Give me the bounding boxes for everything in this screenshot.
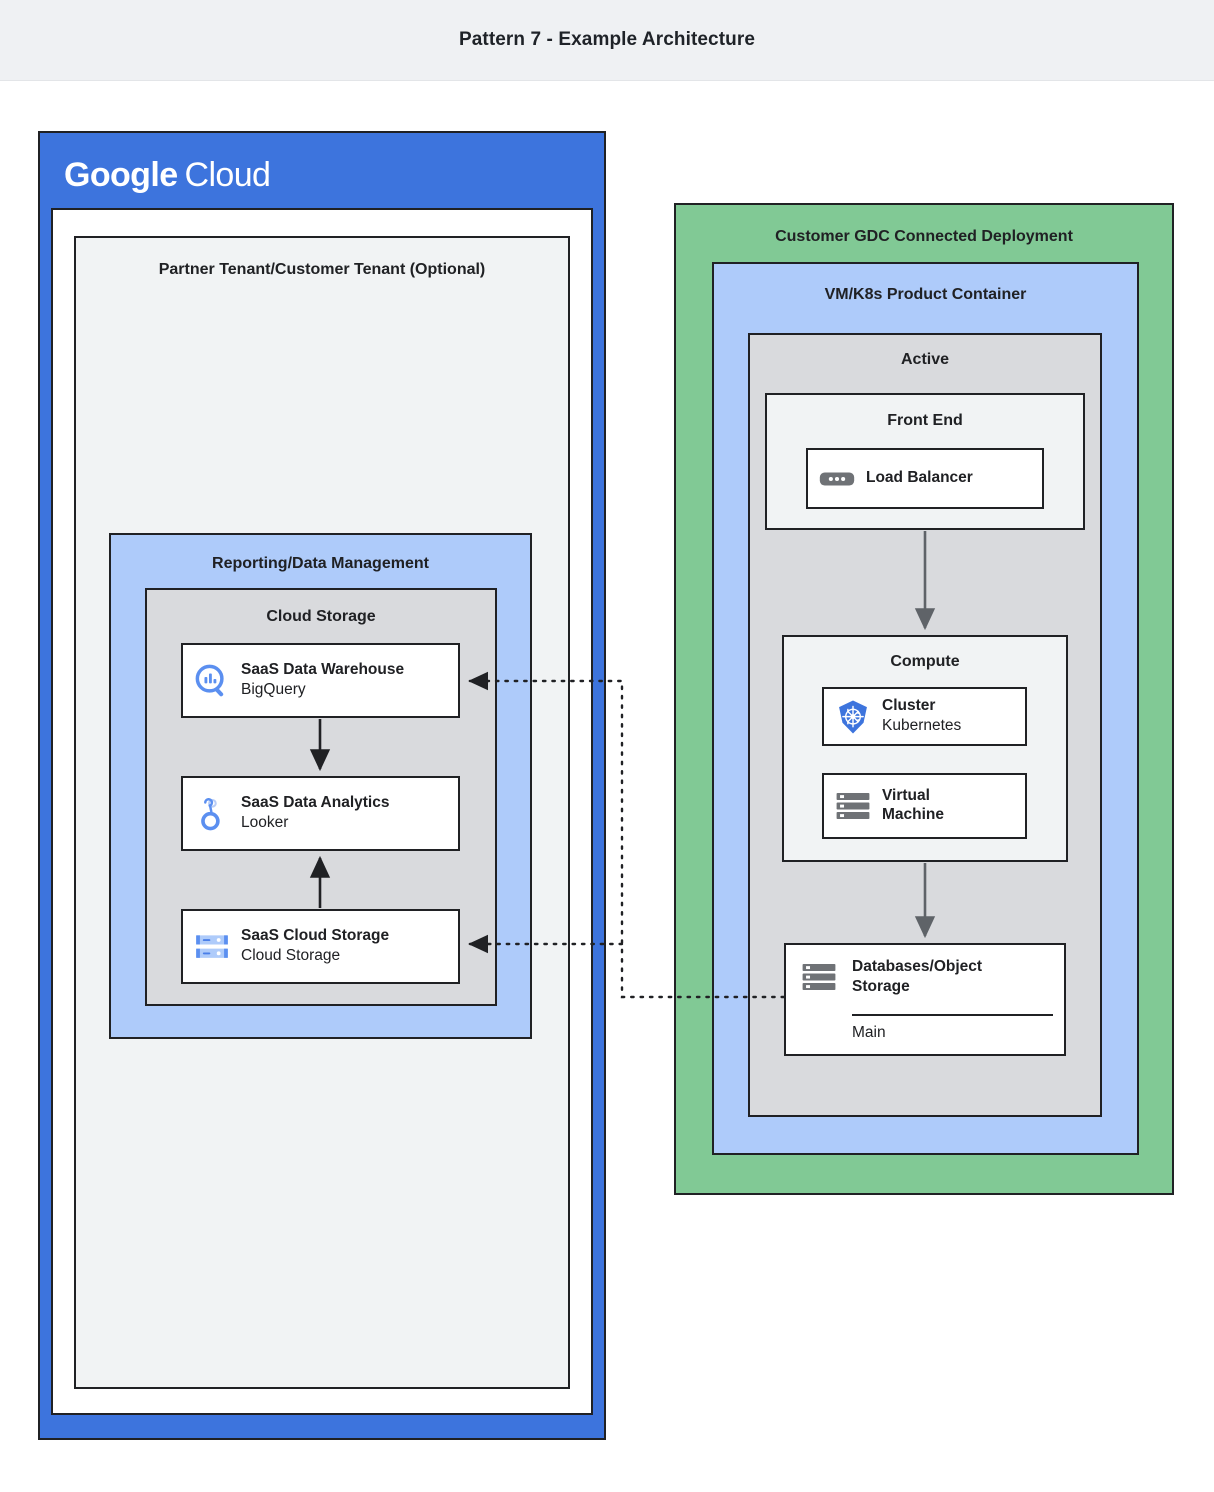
load-balancer-name: Load Balancer bbox=[866, 469, 973, 487]
load-balancer-icon bbox=[808, 469, 866, 489]
saas-cloud-storage-text: SaaS Cloud Storage Cloud Storage bbox=[241, 927, 389, 965]
load-balancer-node[interactable]: Load Balancer bbox=[806, 448, 1044, 509]
database-object-storage-node[interactable]: Databases/Object Storage Main bbox=[784, 943, 1066, 1056]
bigquery-icon bbox=[183, 662, 241, 700]
page-header: Pattern 7 - Example Architecture bbox=[0, 0, 1214, 81]
saas-data-warehouse-name: SaaS Data Warehouse bbox=[241, 661, 405, 679]
cloud-storage-group-title: Cloud Storage bbox=[266, 608, 376, 625]
compute-group-title: Compute bbox=[890, 653, 960, 670]
vm-k8s-product-container-title: VM/K8s Product Container bbox=[824, 286, 1027, 303]
virtual-machine-icon bbox=[824, 790, 882, 822]
active-group-title: Active bbox=[900, 351, 950, 368]
saas-data-analytics-node[interactable]: SaaS Data Analytics Looker bbox=[181, 776, 460, 851]
saas-data-analytics-text: SaaS Data Analytics Looker bbox=[241, 794, 389, 832]
virtual-machine-node[interactable]: Virtual Machine bbox=[822, 773, 1027, 839]
virtual-machine-text: Virtual Machine bbox=[882, 787, 944, 825]
saas-cloud-storage-node[interactable]: SaaS Cloud Storage Cloud Storage bbox=[181, 909, 460, 984]
saas-cloud-storage-name: SaaS Cloud Storage bbox=[241, 927, 390, 945]
load-balancer-text: Load Balancer bbox=[866, 469, 973, 488]
cluster-name: Cluster bbox=[882, 697, 936, 715]
saas-data-warehouse-node[interactable]: SaaS Data Warehouse BigQuery bbox=[181, 643, 460, 718]
page-title: Pattern 7 - Example Architecture bbox=[458, 29, 756, 50]
saas-cloud-storage-sub: Cloud Storage bbox=[241, 947, 341, 965]
cluster-node[interactable]: Cluster Kubernetes bbox=[822, 687, 1027, 746]
customer-gdc-deployment-title: Customer GDC Connected Deployment bbox=[775, 228, 1073, 245]
google-cloud-logo-cloud: Cloud bbox=[184, 156, 271, 194]
database-instance-label: Main bbox=[852, 1024, 886, 1041]
saas-data-analytics-sub: Looker bbox=[241, 814, 289, 832]
database-header: Databases/Object Storage bbox=[786, 957, 982, 997]
database-name: Databases/Object Storage bbox=[852, 957, 982, 997]
saas-data-warehouse-sub: BigQuery bbox=[241, 681, 306, 699]
kubernetes-icon bbox=[824, 698, 882, 736]
partner-tenant-title: Partner Tenant/Customer Tenant (Optional… bbox=[158, 261, 486, 278]
saas-data-analytics-name: SaaS Data Analytics bbox=[241, 794, 390, 812]
cluster-sub: Kubernetes bbox=[882, 717, 962, 735]
virtual-machine-name-line1: Virtual bbox=[882, 787, 930, 805]
database-name-line2: Storage bbox=[852, 977, 910, 995]
virtual-machine-name-line2: Machine bbox=[882, 806, 945, 823]
database-storage-icon bbox=[786, 957, 852, 993]
cloud-storage-icon bbox=[183, 930, 241, 964]
front-end-title: Front End bbox=[887, 412, 963, 429]
database-divider bbox=[852, 1014, 1053, 1016]
database-name-line1: Databases/Object bbox=[852, 958, 983, 975]
google-cloud-logo-google: Google bbox=[64, 156, 178, 194]
cluster-text: Cluster Kubernetes bbox=[882, 697, 961, 735]
reporting-data-management-title: Reporting/Data Management bbox=[212, 555, 429, 572]
looker-icon bbox=[183, 795, 241, 833]
saas-data-warehouse-text: SaaS Data Warehouse BigQuery bbox=[241, 661, 404, 699]
